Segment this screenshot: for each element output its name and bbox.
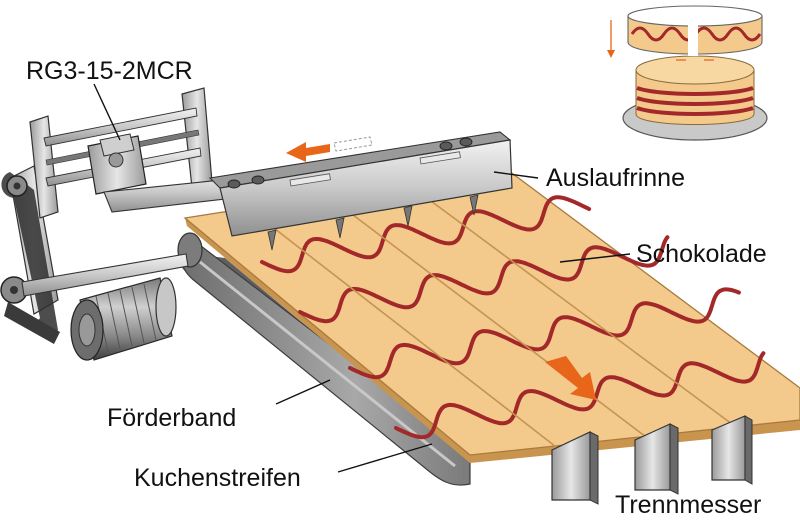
- label-foerderband: Förderband: [107, 379, 331, 432]
- foerderband-label: Förderband: [107, 404, 236, 432]
- label-auslaufrinne: Auslaufrinne: [493, 164, 685, 192]
- trennmesser-label: Trennmesser: [615, 491, 761, 519]
- chocolate-wave-3: [348, 287, 741, 380]
- chocolate-wave-2: [298, 235, 670, 324]
- knife-1: [551, 431, 599, 505]
- arrow-left-icon: [286, 136, 373, 162]
- separating-knives: [551, 415, 753, 505]
- auslaufrinne-label: Auslaufrinne: [546, 164, 685, 192]
- label-schokolade: Schokolade: [559, 240, 767, 268]
- rg3-label: RG3-15-2MCR: [26, 57, 193, 85]
- drive-frame: [0, 165, 189, 344]
- label-trennmesser: Trennmesser: [615, 491, 761, 519]
- label-kuchenstreifen: Kuchenstreifen: [134, 443, 433, 492]
- kuchenstreifen-label: Kuchenstreifen: [134, 464, 301, 492]
- label-rg3: RG3-15-2MCR: [26, 57, 193, 141]
- schokolade-label: Schokolade: [636, 240, 767, 268]
- cake-ring-inset: [607, 5, 768, 141]
- motor-icon: [70, 277, 177, 361]
- knife-2: [634, 423, 679, 495]
- chocolate-wave-1: [260, 195, 592, 274]
- outlet-trough: [208, 131, 513, 251]
- arrow-down-right-icon: [545, 356, 596, 400]
- chocolate-wave-4: [394, 351, 766, 440]
- rg3-actuator: [29, 87, 305, 219]
- knife-3: [711, 415, 753, 485]
- strip-grooves: [247, 183, 741, 451]
- chocolate-waves: [260, 195, 766, 440]
